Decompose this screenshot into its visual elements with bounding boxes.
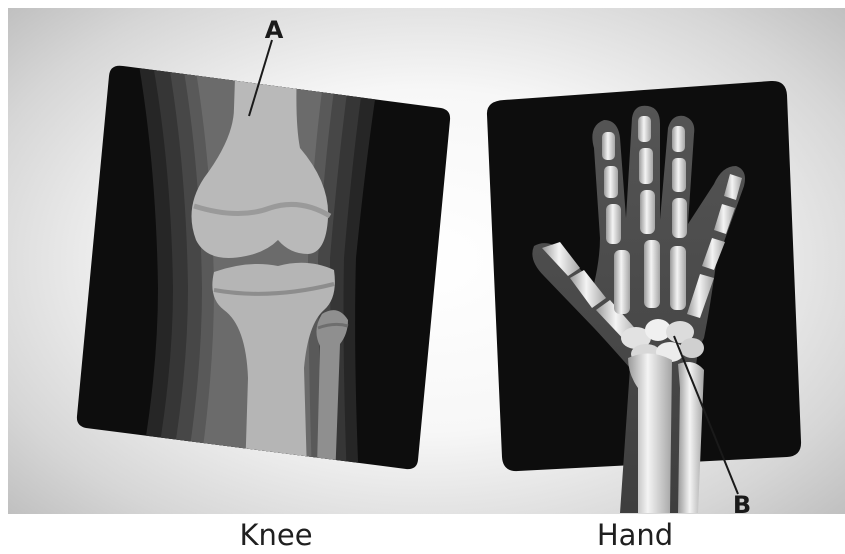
hand-xray: B bbox=[487, 81, 801, 514]
callout-a-label: A bbox=[265, 16, 284, 44]
hand-caption: Hand bbox=[555, 518, 715, 552]
knee-xray: A bbox=[77, 16, 450, 508]
ulna bbox=[678, 362, 704, 513]
xray-illustration: A bbox=[8, 8, 845, 514]
callout-b-label: B bbox=[733, 491, 751, 514]
xray-comparison-figure: A bbox=[8, 8, 845, 514]
knee-caption: Knee bbox=[196, 518, 356, 552]
